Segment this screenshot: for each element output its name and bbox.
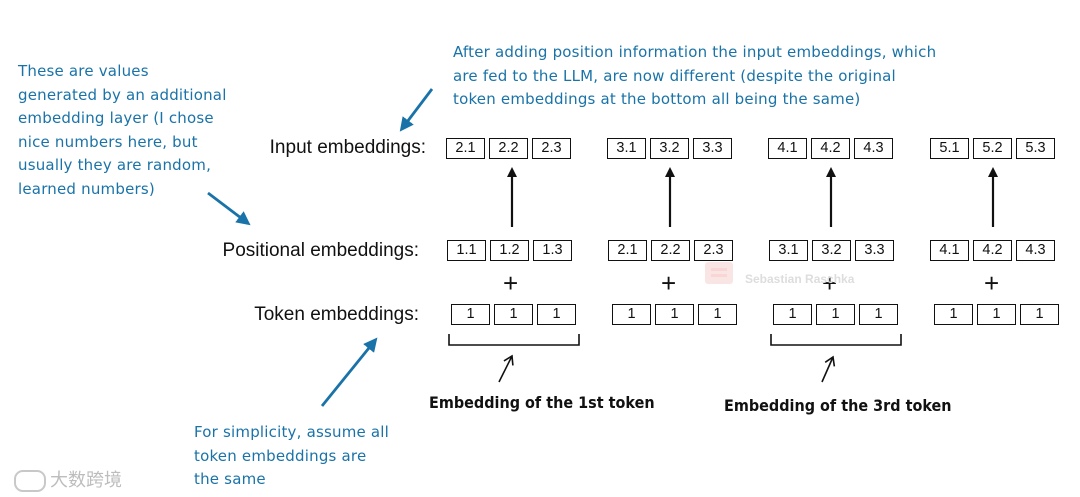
bottom-annotation-line: the same <box>194 470 266 488</box>
bracket-token-3 <box>770 334 902 346</box>
watermark-text: Sebastian Raschka <box>745 272 855 286</box>
left-annotation-line: nice numbers here, but <box>18 132 198 151</box>
positional-embedding-group-3: 3.1 3.2 3.3 <box>769 240 894 261</box>
left-annotation: These are values generated by an additio… <box>18 60 227 201</box>
input-embedding-group-3: 4.1 4.2 4.3 <box>768 138 893 159</box>
embedding-cell: 5.1 <box>930 138 969 159</box>
embedding-cell: 4.2 <box>811 138 850 159</box>
watermark-logo <box>705 262 733 284</box>
embedding-cell: 3.3 <box>855 240 894 261</box>
left-annotation-line: These are values <box>18 62 149 80</box>
embedding-cell: 5.2 <box>973 138 1012 159</box>
input-embedding-group-4: 5.1 5.2 5.3 <box>930 138 1055 159</box>
embedding-cell: 4.1 <box>768 138 807 159</box>
plus-sign: + <box>984 268 1000 298</box>
note-arrow-left <box>207 191 251 226</box>
token-embedding-group-3: 1 1 1 <box>773 304 898 325</box>
embedding-cell: 1 <box>816 304 855 325</box>
embedding-cell: 1 <box>451 304 490 325</box>
positional-embeddings-label: Positional embeddings: <box>222 240 419 261</box>
embedding-cell: 1 <box>612 304 651 325</box>
plus-sign: + <box>822 268 838 298</box>
plus-sign: + <box>661 268 677 298</box>
input-embedding-group-1: 2.1 2.2 2.3 <box>446 138 571 159</box>
embedding-cell: 1 <box>494 304 533 325</box>
embedding-cell: 1.2 <box>490 240 529 261</box>
embedding-cell: 1 <box>698 304 737 325</box>
embedding-cell: 4.1 <box>930 240 969 261</box>
positional-embedding-group-4: 4.1 4.2 4.3 <box>930 240 1055 261</box>
caption-third-token: Embedding of the 3rd token <box>724 396 952 415</box>
embedding-cell: 1.1 <box>447 240 486 261</box>
token-embedding-group-2: 1 1 1 <box>612 304 737 325</box>
embedding-cell: 1 <box>773 304 812 325</box>
embedding-cell: 5.3 <box>1016 138 1055 159</box>
embedding-cell: 4.3 <box>854 138 893 159</box>
embedding-cell: 1.3 <box>533 240 572 261</box>
top-annotation-line: After adding position information the in… <box>453 43 937 61</box>
left-annotation-line: generated by an additional <box>18 85 227 104</box>
bottom-annotation-line: token embeddings are <box>194 446 367 465</box>
corner-watermark: 大数跨境 <box>14 466 122 492</box>
embedding-cell: 1 <box>1020 304 1059 325</box>
caption-arrow-3 <box>821 355 836 383</box>
top-annotation: After adding position information the in… <box>453 41 936 112</box>
embedding-cell: 4.3 <box>1016 240 1055 261</box>
embedding-cell: 1 <box>655 304 694 325</box>
embedding-cell: 2.3 <box>532 138 571 159</box>
token-embedding-group-1: 1 1 1 <box>451 304 576 325</box>
embedding-cell: 3.2 <box>650 138 689 159</box>
embedding-cell: 3.2 <box>812 240 851 261</box>
embedding-cell: 2.2 <box>489 138 528 159</box>
left-annotation-line: learned numbers) <box>18 179 155 198</box>
bracket-token-1 <box>448 334 580 346</box>
top-annotation-line: token embeddings at the bottom all being… <box>453 90 861 108</box>
embedding-cell: 2.1 <box>446 138 485 159</box>
token-embeddings-label: Token embeddings: <box>254 304 419 325</box>
top-annotation-line: are fed to the LLM, are now different (d… <box>453 66 896 85</box>
input-embedding-group-2: 3.1 3.2 3.3 <box>607 138 732 159</box>
embedding-cell: 2.3 <box>694 240 733 261</box>
embedding-cell: 1 <box>537 304 576 325</box>
positional-embedding-group-1: 1.1 1.2 1.3 <box>447 240 572 261</box>
embedding-cell: 3.3 <box>693 138 732 159</box>
bottom-annotation: For simplicity, assume all token embeddi… <box>194 421 389 492</box>
embedding-cell: 3.1 <box>607 138 646 159</box>
caption-first-token: Embedding of the 1st token <box>429 393 655 412</box>
input-embeddings-label: Input embeddings: <box>269 137 426 158</box>
embedding-cell: 1 <box>859 304 898 325</box>
embedding-cell: 1 <box>934 304 973 325</box>
embedding-cell: 2.2 <box>651 240 690 261</box>
left-annotation-line: embedding layer (I chose <box>18 109 214 127</box>
note-arrow-top <box>399 88 434 132</box>
token-embedding-group-4: 1 1 1 <box>934 304 1059 325</box>
plus-sign: + <box>503 268 519 298</box>
caption-arrow-1 <box>498 354 514 383</box>
corner-logo-icon <box>14 470 46 492</box>
embedding-cell: 3.1 <box>769 240 808 261</box>
note-arrow-bottom <box>320 337 378 407</box>
left-annotation-line: usually they are random, <box>18 156 212 174</box>
bottom-annotation-line: For simplicity, assume all <box>194 423 390 441</box>
embedding-cell: 2.1 <box>608 240 647 261</box>
embedding-cell: 4.2 <box>973 240 1012 261</box>
corner-watermark-text: 大数跨境 <box>50 470 122 491</box>
positional-embedding-group-2: 2.1 2.2 2.3 <box>608 240 733 261</box>
embedding-cell: 1 <box>977 304 1016 325</box>
